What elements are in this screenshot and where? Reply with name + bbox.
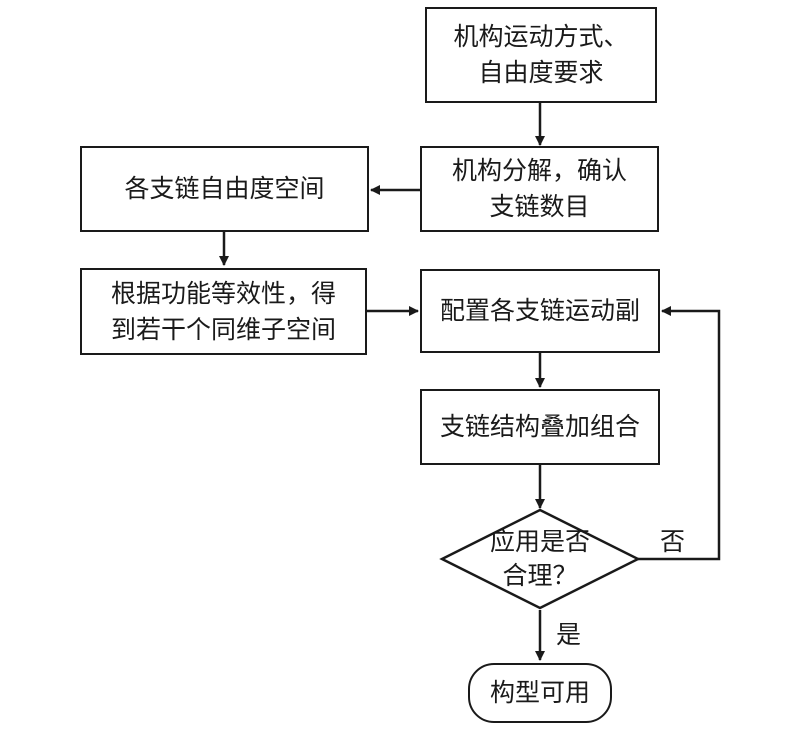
- node-configure-text: 配置各支链运动副: [439, 296, 640, 325]
- node-decompose-line1: 机构分解，确认: [451, 156, 627, 185]
- node-start-line1: 机构运动方式、: [453, 22, 629, 51]
- node-combine-text: 支链结构叠加组合: [439, 412, 640, 441]
- node-decompose: 机构分解，确认 支链数目: [420, 146, 659, 232]
- node-start-line2: 自由度要求: [478, 58, 604, 87]
- node-decompose-line2: 支链数目: [489, 192, 590, 221]
- node-end: 构型可用: [468, 663, 612, 723]
- edge-label-yes: 是: [556, 620, 582, 649]
- node-start: 机构运动方式、 自由度要求: [425, 7, 657, 103]
- decision-diamond: [439, 508, 641, 610]
- node-branch-dof-text: 各支链自由度空间: [124, 174, 325, 203]
- node-combine: 支链结构叠加组合: [420, 389, 660, 465]
- arrow-decision-no-loop: [638, 306, 721, 561]
- node-equivalence-line1: 根据功能等效性，得: [110, 278, 336, 308]
- node-equivalence: 根据功能等效性，得 到若干个同维子空间: [80, 268, 367, 355]
- node-decision-line1: 应用是否: [489, 527, 590, 556]
- node-equivalence-line2: 到若干个同维子空间: [110, 314, 336, 344]
- node-decision: 应用是否 合理？: [462, 523, 618, 595]
- node-decision-line2: 合理？: [502, 561, 578, 590]
- edge-label-no: 否: [660, 527, 686, 556]
- node-configure: 配置各支链运动副: [420, 269, 660, 353]
- node-branch-dof: 各支链自由度空间: [80, 146, 369, 232]
- node-end-text: 构型可用: [489, 678, 590, 707]
